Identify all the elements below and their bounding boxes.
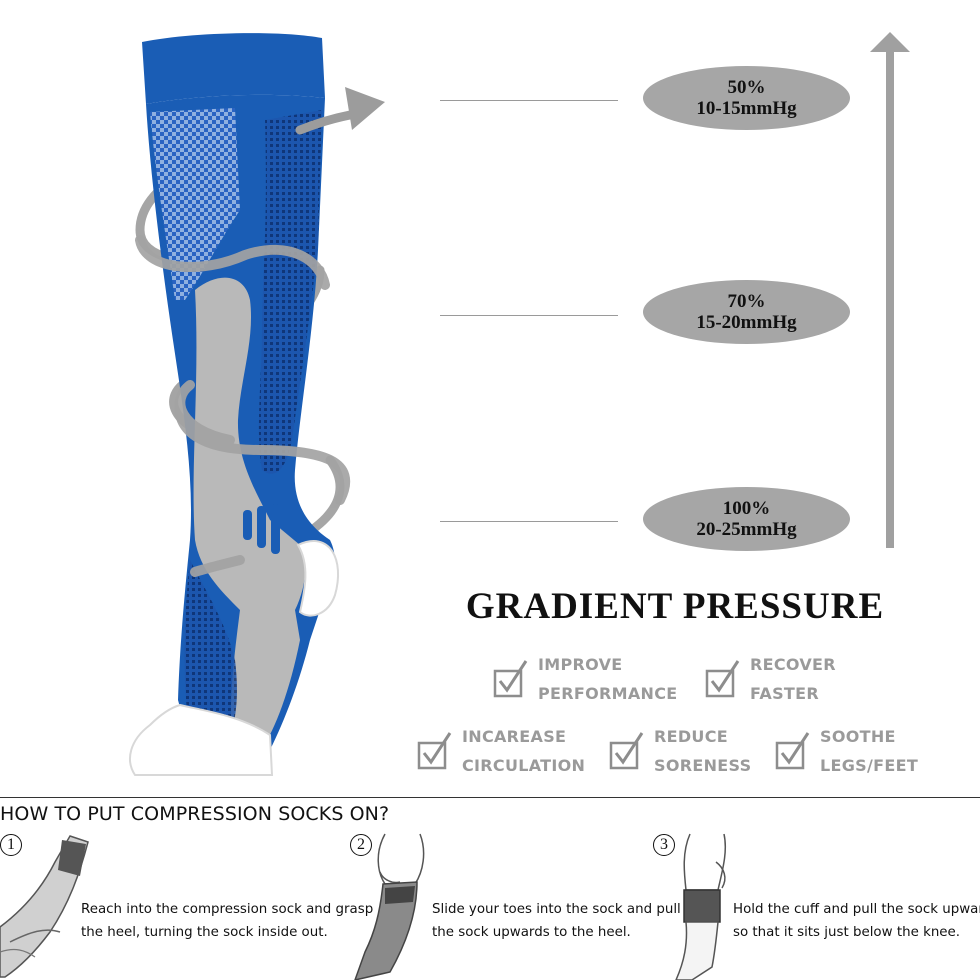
benefit-line2: PERFORMANCE: [538, 684, 678, 703]
section-divider: [0, 797, 980, 798]
step-1-text: Reach into the compression sock and gras…: [81, 898, 373, 944]
checkbox-check-icon: [775, 732, 810, 770]
pressure-badge-ankle: 100% 20-25mmHg: [643, 487, 850, 551]
step-line2: the heel, turning the sock inside out.: [81, 925, 328, 940]
leader-line: [440, 315, 618, 316]
step-line1: Reach into the compression sock and gras…: [81, 902, 374, 917]
leader-line: [440, 521, 618, 522]
step-1-illustration: [0, 835, 89, 978]
pressure-badge-calf: 50% 10-15mmHg: [643, 66, 850, 130]
howto-heading: HOW TO PUT COMPRESSION SOCKS ON?: [0, 803, 390, 825]
benefit-line1: SOOTHE: [820, 727, 896, 746]
benefit-improve-performance: IMPROVE PERFORMANCE: [492, 650, 678, 708]
benefit-increase-circulation: INCAREASE CIRCULATION: [416, 722, 585, 780]
gradient-pressure-title: GRADIENT PRESSURE: [465, 586, 885, 627]
checkbox-check-icon: [609, 732, 644, 770]
benefit-line1: RECOVER: [750, 655, 836, 674]
step-line1: Hold the cuff and pull the sock upwards: [733, 902, 980, 917]
benefit-recover-faster: RECOVER FASTER: [704, 650, 836, 708]
benefit-line1: REDUCE: [654, 727, 728, 746]
step-line2: so that it sits just below the knee.: [733, 925, 961, 940]
step-3-illustration: [675, 833, 727, 980]
step-number-2: 2: [350, 834, 372, 856]
checkbox-check-icon: [417, 732, 452, 770]
pressure-percent: 70%: [727, 291, 766, 312]
step-number-1: 1: [0, 834, 22, 856]
benefit-line2: FASTER: [750, 684, 819, 703]
pressure-range: 15-20mmHg: [696, 312, 797, 333]
checkbox-check-icon: [705, 660, 740, 698]
leader-line: [440, 100, 618, 101]
checkbox-check-icon: [493, 660, 528, 698]
gradient-up-arrow-icon: [870, 32, 910, 548]
benefit-soothe-legs: SOOTHE LEGS/FEET: [774, 722, 918, 780]
pressure-range: 10-15mmHg: [696, 98, 797, 119]
compression-sock-image: [129, 33, 385, 776]
step-3-text: Hold the cuff and pull the sock upwards …: [733, 898, 980, 944]
benefit-line1: INCAREASE: [462, 727, 567, 746]
benefit-line1: IMPROVE: [538, 655, 623, 674]
step-line1: Slide your toes into the sock and pull: [432, 902, 681, 917]
pressure-badge-mid: 70% 15-20mmHg: [643, 280, 850, 344]
benefit-reduce-soreness: REDUCE SORENESS: [608, 722, 751, 780]
pressure-range: 20-25mmHg: [696, 519, 797, 540]
benefit-line2: LEGS/FEET: [820, 756, 919, 775]
step-number-3: 3: [653, 834, 675, 856]
benefit-line2: CIRCULATION: [462, 756, 586, 775]
step-2-text: Slide your toes into the sock and pull t…: [432, 898, 681, 944]
pressure-percent: 50%: [727, 77, 766, 98]
step-2-illustration: [354, 833, 425, 980]
pressure-percent: 100%: [722, 498, 771, 519]
step-line2: the sock upwards to the heel.: [432, 925, 631, 940]
benefit-line2: SORENESS: [654, 756, 752, 775]
